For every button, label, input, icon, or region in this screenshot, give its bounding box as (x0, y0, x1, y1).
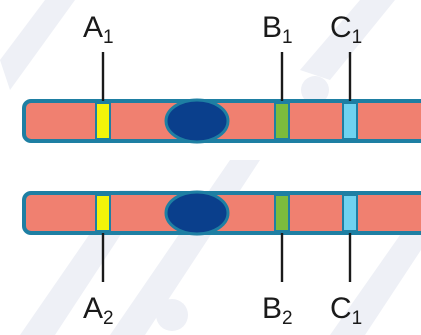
label-c1-top: C1 (330, 11, 362, 48)
chromosome-1 (22, 98, 421, 144)
label-b1: B1 (262, 11, 293, 48)
watermark-stripe (330, 205, 421, 335)
centromere (164, 190, 230, 236)
band-b (274, 194, 290, 232)
watermark-dot (156, 299, 188, 331)
band-c (342, 194, 358, 232)
band-a (95, 102, 111, 140)
label-a2: A2 (83, 292, 114, 329)
watermark-dot (301, 76, 329, 104)
band-a (95, 194, 111, 232)
leader-lines (101, 52, 352, 282)
label-a1: A1 (83, 11, 114, 48)
label-c1-bottom: C1 (330, 292, 362, 329)
band-b (274, 102, 290, 140)
watermark-stripe (0, 0, 75, 90)
watermark-stripe (300, 0, 395, 80)
centromere (164, 98, 230, 144)
chromosome-2 (22, 190, 421, 236)
band-c (342, 102, 358, 140)
label-b2: B2 (262, 292, 293, 329)
